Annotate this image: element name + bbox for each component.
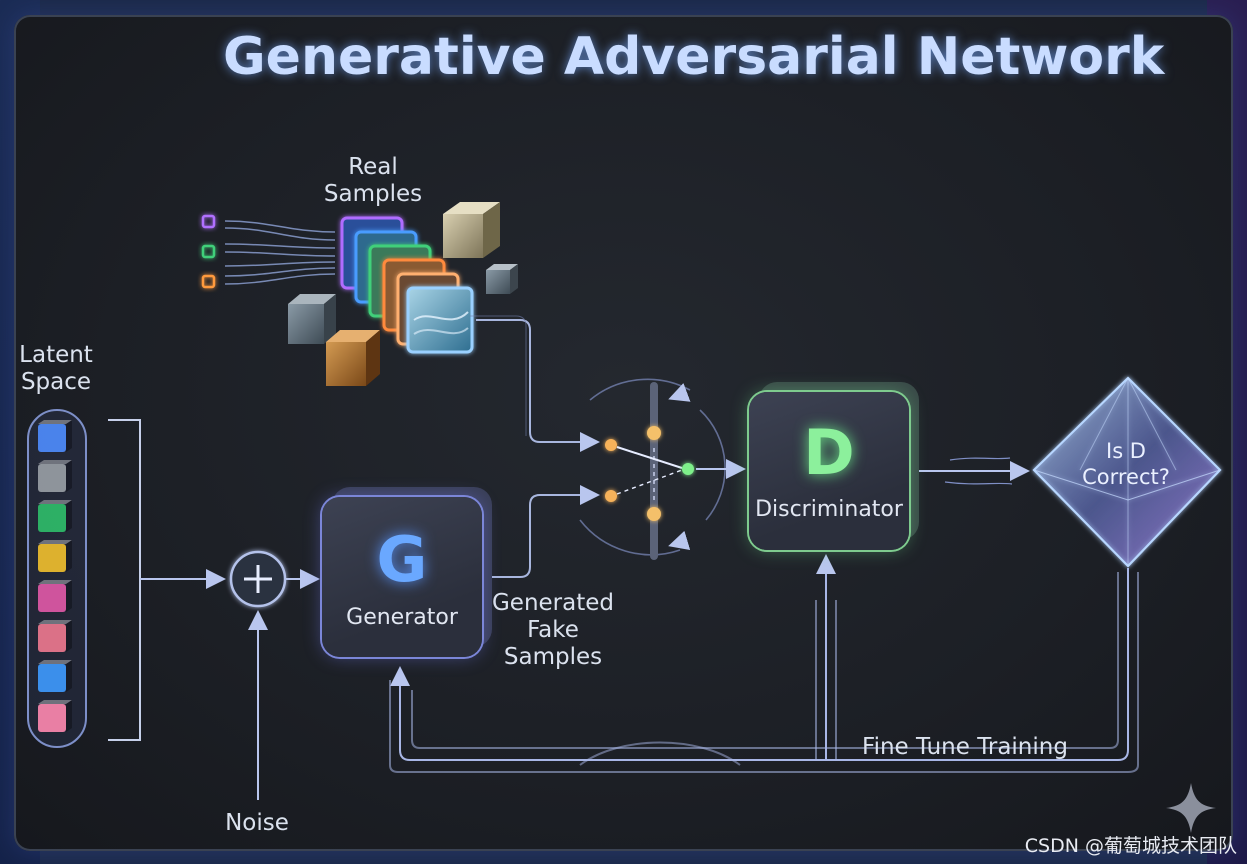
data-stream-inputs (201, 214, 336, 289)
latent-cube (38, 420, 72, 452)
diagram-title: Generative Adversarial Network (223, 27, 1165, 87)
latent-space-column (27, 409, 87, 748)
latent-space-label: Latent Space (19, 342, 93, 395)
generated-samples-label: Generated Fake Samples (491, 590, 615, 670)
latent-cube (38, 580, 72, 612)
generator-label: Generator (346, 605, 458, 630)
sparkle-icon (1166, 783, 1216, 833)
latent-cubes (38, 420, 72, 732)
cube-stone (288, 294, 336, 344)
texture-cubes (288, 202, 518, 386)
cube-stone-small (486, 264, 518, 294)
latent-cube (38, 500, 72, 532)
discriminator-block: D Discriminator (749, 392, 909, 550)
noise-label: Noise (225, 810, 289, 836)
discriminator-to-decision-arrow (918, 457, 1030, 485)
real-samples-label: Real Samples (323, 154, 423, 207)
decision-gem (1032, 376, 1222, 568)
latent-cube (38, 620, 72, 652)
generator-letter: G (376, 523, 428, 596)
sum-node (229, 550, 287, 608)
latent-cube (38, 460, 72, 492)
diagram-panel (14, 15, 1233, 851)
watermark: CSDN @葡萄城技术团队 (1024, 835, 1237, 857)
feedback-loop (389, 554, 1139, 773)
generator-block: G Generator (322, 497, 482, 657)
cube-wood (326, 330, 380, 386)
real-sample-cards (340, 216, 474, 354)
feedback-label: Fine Tune Training (862, 734, 1068, 760)
latent-cube (38, 540, 72, 572)
discriminator-label: Discriminator (755, 497, 903, 522)
input-switch (579, 378, 746, 560)
latent-cube (38, 660, 72, 692)
latent-tube (27, 409, 87, 748)
latent-bracket (108, 419, 141, 741)
discriminator-letter: D (803, 416, 855, 489)
cube-sand (443, 202, 500, 258)
real-to-switch-arrow (476, 319, 600, 452)
decision-label: Is D Correct? (1082, 439, 1170, 489)
generator-to-switch-arrow (490, 485, 600, 578)
latent-cube (38, 700, 72, 732)
